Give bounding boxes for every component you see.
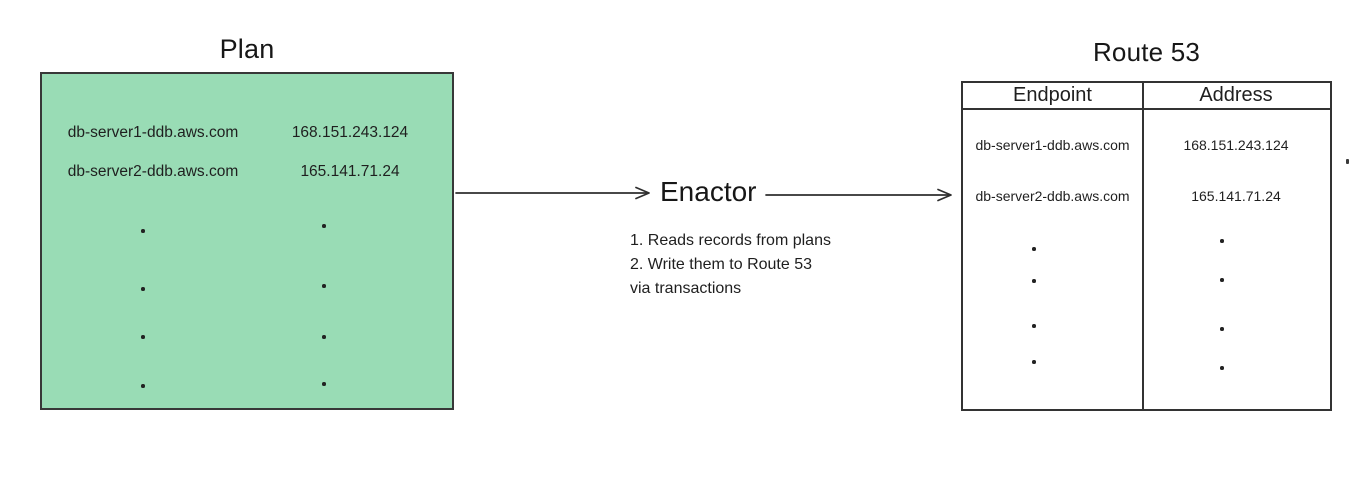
route53-record-row: db-server2-ddb.aws.com 165.141.71.24 bbox=[963, 188, 1330, 204]
enactor-note-line: via transactions bbox=[630, 280, 742, 297]
ellipsis-dot bbox=[141, 384, 145, 388]
ellipsis-dot bbox=[322, 335, 326, 339]
plan-record-row: db-server2-ddb.aws.com 165.141.71.24 bbox=[42, 163, 452, 181]
route53-record-row: db-server1-ddb.aws.com 168.151.243.124 bbox=[963, 137, 1330, 153]
plan-record-address: 165.141.71.24 bbox=[300, 163, 400, 180]
ellipsis-dot bbox=[1220, 239, 1224, 243]
route53-record-address: 165.141.71.24 bbox=[1191, 188, 1281, 204]
plan-to-enactor-arrow bbox=[455, 186, 650, 200]
header-divider-line bbox=[963, 108, 1330, 110]
ellipsis-dot bbox=[1220, 366, 1224, 370]
route53-record-address: 168.151.243.124 bbox=[1183, 137, 1289, 153]
route53-title: Route 53 bbox=[1092, 37, 1201, 67]
ellipsis-dot bbox=[322, 382, 326, 386]
ellipsis-dot bbox=[1220, 327, 1224, 331]
enactor-note-line: 1. Reads records from plans bbox=[630, 232, 831, 249]
ellipsis-dot bbox=[1032, 279, 1036, 283]
plan-record-address: 168.151.243.124 bbox=[291, 124, 409, 141]
plan-box: db-server1-ddb.aws.com 168.151.243.124 d… bbox=[40, 72, 454, 410]
ellipsis-dot bbox=[1220, 278, 1224, 282]
enactor-to-route53-arrow bbox=[765, 188, 952, 202]
plan-title: Plan bbox=[219, 34, 275, 64]
plan-record-row: db-server1-ddb.aws.com 168.151.243.124 bbox=[42, 124, 452, 142]
ellipsis-dot bbox=[1032, 360, 1036, 364]
enactor-title: Enactor bbox=[660, 176, 757, 207]
ellipsis-dot bbox=[322, 224, 326, 228]
ellipsis-dot bbox=[1032, 324, 1036, 328]
ellipsis-dot bbox=[141, 335, 145, 339]
route53-column-header-endpoint: Endpoint bbox=[1013, 84, 1092, 106]
enactor-note-line: 2. Write them to Route 53 bbox=[630, 256, 813, 273]
ellipsis-dot bbox=[141, 287, 145, 291]
column-divider-line bbox=[1142, 83, 1144, 409]
route53-record-endpoint: db-server2-ddb.aws.com bbox=[975, 188, 1130, 204]
plan-record-endpoint: db-server2-ddb.aws.com bbox=[67, 163, 239, 180]
route53-record-endpoint: db-server1-ddb.aws.com bbox=[975, 137, 1130, 153]
enactor-notes: 1. Reads records from plans 2. Write the… bbox=[630, 229, 831, 301]
route53-table: Endpoint Address db-server1-ddb.aws.com … bbox=[961, 81, 1332, 411]
ellipsis-dot bbox=[1032, 247, 1036, 251]
route53-column-header-address: Address bbox=[1199, 84, 1273, 106]
route53-table-header: Endpoint Address bbox=[963, 83, 1330, 108]
stray-pen-mark bbox=[1346, 159, 1349, 164]
plan-record-endpoint: db-server1-ddb.aws.com bbox=[67, 124, 239, 141]
ellipsis-dot bbox=[322, 284, 326, 288]
ellipsis-dot bbox=[141, 229, 145, 233]
